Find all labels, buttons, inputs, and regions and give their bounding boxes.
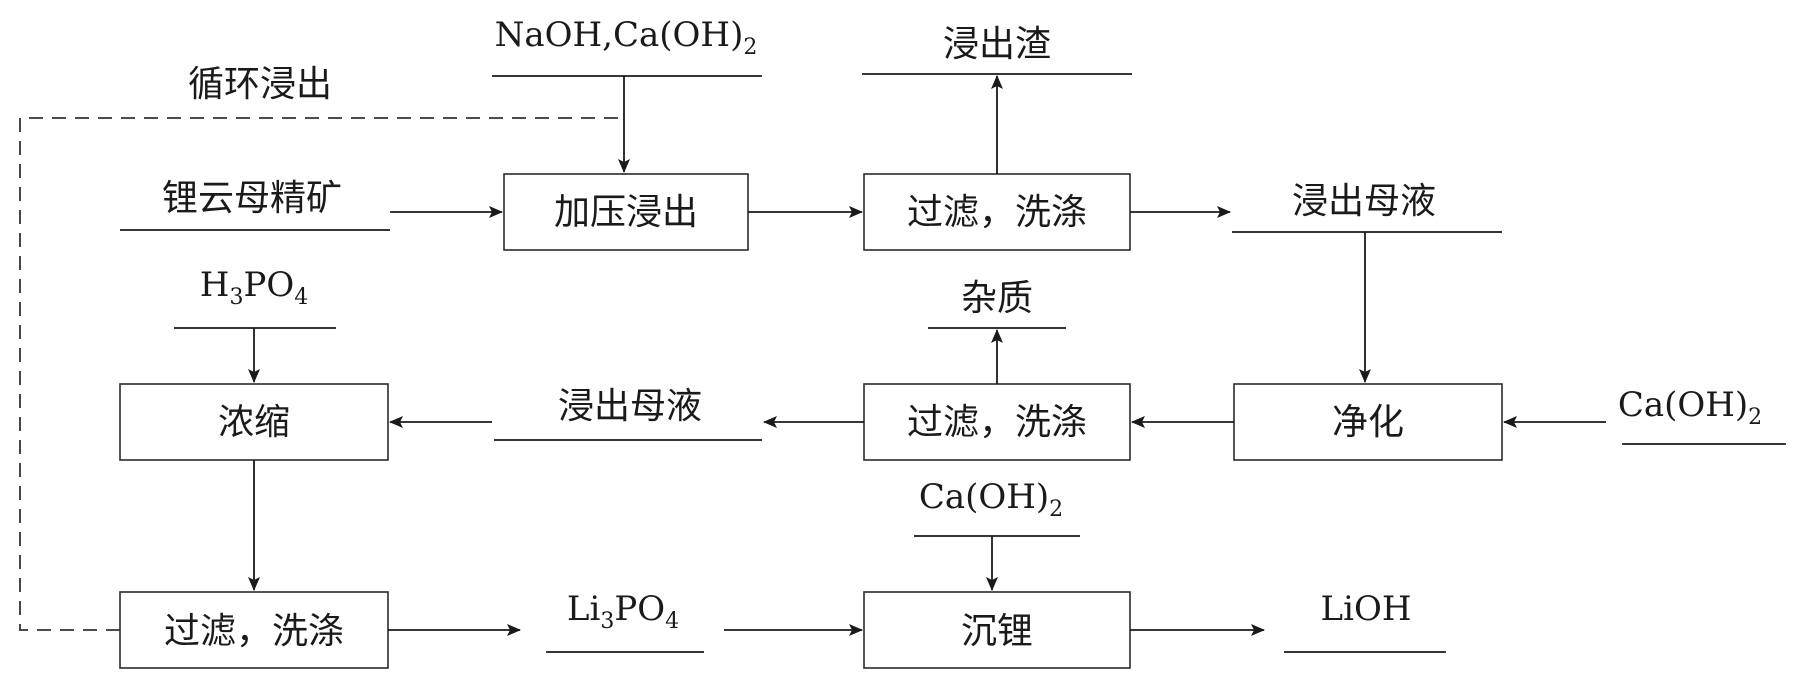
lepidolite-concentrate-text: 锂云母精矿 (162, 178, 342, 219)
h3po4-b-sub: 4 (294, 285, 308, 310)
label-naoh-caoh2: NaOH,Ca(OH)2 (492, 15, 762, 77)
box-filter-wash-3-label: 过滤，洗涤 (164, 611, 344, 652)
box-pressure-leach: 加压浸出 (503, 173, 749, 251)
box-concentrate: 浓缩 (119, 383, 389, 461)
li3po4-a-sub: 3 (600, 609, 614, 634)
box-filter-wash-2-label: 过滤，洗涤 (907, 402, 1087, 443)
caoh2-precip-main: Ca(OH) (919, 477, 1049, 517)
li3po4-formula: Li3PO4 (567, 589, 679, 634)
box-filter-wash-1: 过滤，洗涤 (863, 173, 1131, 251)
leach-mother-liquor-1-text: 浸出母液 (1292, 181, 1436, 222)
leach-residue-text: 浸出渣 (943, 24, 1051, 65)
label-caoh2-precip: Ca(OH)2 (914, 477, 1080, 537)
li3po4-b: PO (614, 589, 665, 629)
naoh-caoh2-main: NaOH,Ca(OH) (495, 15, 744, 55)
box-filter-wash-2: 过滤，洗涤 (863, 383, 1131, 461)
label-leach-mother-liquor-1: 浸出母液 (1232, 181, 1502, 233)
recycle-leach-text: 循环浸出 (188, 64, 332, 105)
naoh-caoh2-formula: NaOH,Ca(OH)2 (495, 15, 758, 60)
h3po4-a: H (200, 265, 230, 305)
h3po4-formula: H3PO4 (200, 265, 308, 310)
li3po4-b-sub: 4 (665, 609, 679, 634)
label-h3po4: H3PO4 (174, 265, 336, 329)
li3po4-a: Li (567, 589, 601, 629)
label-impurities: 杂质 (928, 278, 1066, 329)
label-li3po4: Li3PO4 (546, 589, 704, 653)
h3po4-b: PO (243, 265, 294, 305)
caoh2-purify-sub: 2 (1748, 405, 1762, 430)
box-purify-label: 净化 (1332, 402, 1404, 443)
box-filter-wash-1-label: 过滤，洗涤 (907, 192, 1087, 233)
naoh-caoh2-sub: 2 (743, 35, 757, 60)
recycle-loop-dashed-line (19, 117, 624, 631)
label-lioh: LiOH (1284, 589, 1446, 653)
label-leach-mother-liquor-2: 浸出母液 (494, 386, 762, 441)
caoh2-precip-formula: Ca(OH)2 (919, 477, 1063, 522)
box-purify: 净化 (1233, 383, 1503, 461)
box-lithium-precip: 沉锂 (863, 591, 1131, 669)
lioh-formula: LiOH (1321, 589, 1412, 629)
caoh2-purify-main: Ca(OH) (1618, 385, 1748, 425)
box-filter-wash-3: 过滤，洗涤 (119, 591, 389, 669)
box-lithium-precip-label: 沉锂 (961, 611, 1033, 652)
caoh2-precip-sub: 2 (1049, 497, 1063, 522)
box-pressure-leach-label: 加压浸出 (554, 192, 698, 233)
label-leach-residue: 浸出渣 (862, 24, 1132, 75)
impurities-text: 杂质 (961, 278, 1033, 319)
label-recycle-leach: 循环浸出 (188, 64, 332, 105)
h3po4-a-sub: 3 (229, 285, 243, 310)
label-lepidolite-concentrate: 锂云母精矿 (120, 178, 390, 231)
caoh2-purify-formula: Ca(OH)2 (1618, 385, 1762, 430)
leach-mother-liquor-2-text: 浸出母液 (558, 386, 702, 427)
label-caoh2-purify: Ca(OH)2 (1618, 385, 1786, 445)
box-concentrate-label: 浓缩 (218, 402, 290, 443)
